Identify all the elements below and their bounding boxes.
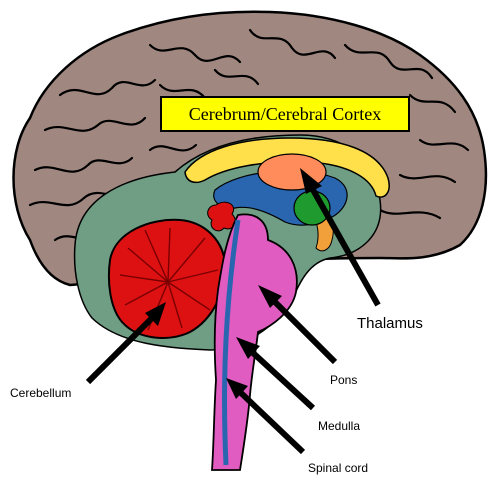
pons-arrow [275, 302, 335, 362]
pineal-region [208, 202, 236, 231]
spinal-cord-arrow [240, 392, 303, 452]
spinal-cord-label: Spinal cord [308, 461, 368, 475]
pons-label: Pons [330, 373, 357, 387]
medulla-label: Medulla [318, 419, 360, 433]
cerebellum-label: Cerebellum [10, 386, 71, 400]
medulla-arrow [252, 352, 313, 408]
thalamus-label: Thalamus [357, 315, 423, 332]
title-text: Cerebrum/Cerebral Cortex [189, 104, 381, 124]
